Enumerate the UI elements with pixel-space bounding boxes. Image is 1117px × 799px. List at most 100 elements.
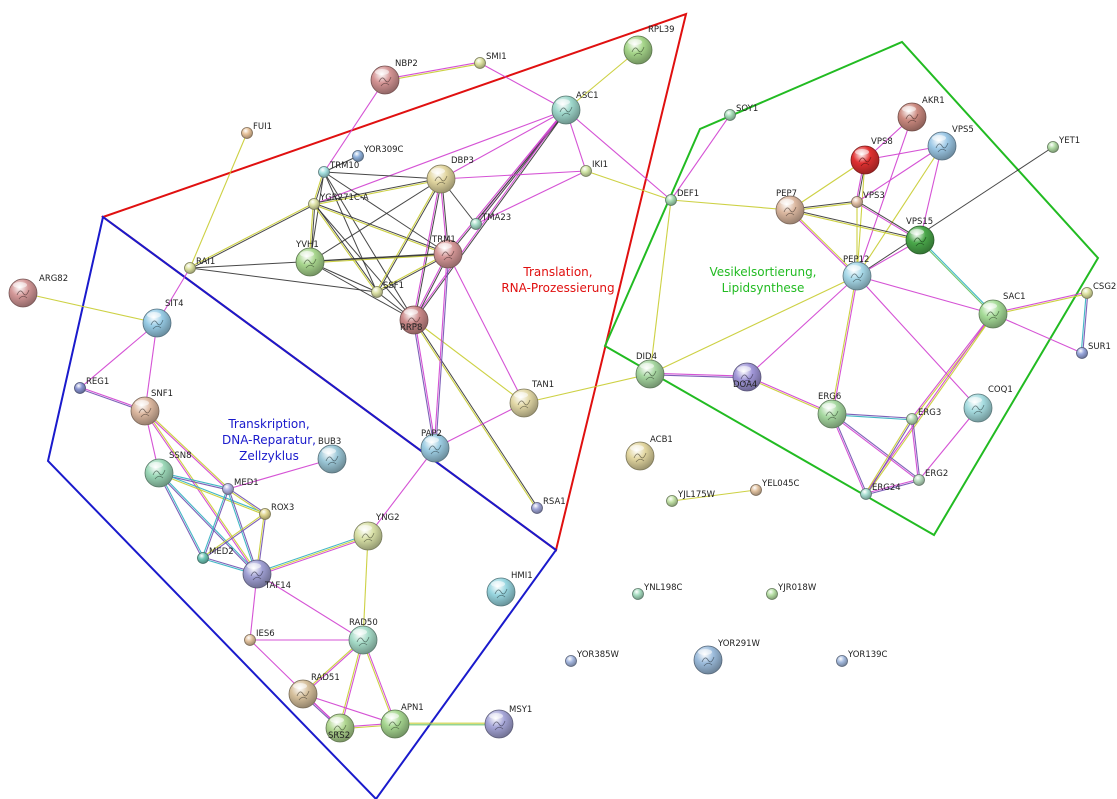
node-pep7[interactable]: PEP7 bbox=[775, 189, 805, 225]
node-ssn8[interactable]: SSN8 bbox=[144, 451, 192, 488]
node-fui1[interactable]: FUI1 bbox=[241, 122, 273, 139]
node-srs2[interactable]: SRS2 bbox=[325, 713, 355, 743]
edge-TRM10-RRP8 bbox=[323, 171, 415, 321]
node-ygr271c-a[interactable]: YGR271C-A bbox=[308, 193, 369, 210]
node-ies6[interactable]: IES6 bbox=[244, 629, 275, 646]
node-vps5[interactable]: VPS5 bbox=[927, 125, 974, 161]
node-rox3[interactable]: ROX3 bbox=[259, 503, 295, 520]
edge-YJL175W-YEL045C bbox=[671, 489, 757, 502]
edge-ASC1-DEF1 bbox=[565, 109, 672, 201]
node-def1[interactable]: DEF1 bbox=[665, 189, 700, 206]
node-label: MED2 bbox=[209, 547, 234, 557]
node-label: ERG3 bbox=[918, 408, 941, 418]
edge-RAD51-APN1 bbox=[302, 693, 396, 725]
node-rpl39[interactable]: RPL39 bbox=[623, 25, 675, 65]
node-coq1[interactable]: COQ1 bbox=[963, 385, 1013, 423]
node-yvh1[interactable]: YVH1 bbox=[295, 240, 325, 277]
node-vps8[interactable]: VPS8 bbox=[850, 137, 893, 175]
node-yor139c[interactable]: YOR139C bbox=[836, 650, 888, 667]
edge-ERG2-ERG24 bbox=[865, 478, 920, 496]
edge-MED1-MED2 bbox=[201, 488, 230, 559]
node-nbp2[interactable]: NBP2 bbox=[370, 59, 418, 95]
edge-SAC1-ERG24 bbox=[864, 313, 995, 495]
edge-TRM10-DBP3 bbox=[323, 171, 442, 180]
edge-RPL39-ASC1 bbox=[565, 49, 639, 111]
edge-ASC1-YGR271C-A bbox=[313, 109, 567, 205]
node-yjr018w[interactable]: YJR018W bbox=[766, 583, 817, 600]
node-trm10[interactable]: TRM10 bbox=[318, 161, 360, 178]
edge-PEP7-PEP12 bbox=[789, 209, 858, 277]
edge-APN1-MSY1 bbox=[395, 722, 499, 726]
node-erg3[interactable]: ERG3 bbox=[906, 408, 942, 425]
node-label: SAC1 bbox=[1003, 292, 1026, 302]
node-yor385w[interactable]: YOR385W bbox=[565, 650, 620, 667]
edge-ERG3-ERG24 bbox=[864, 418, 914, 495]
edge-PEP12-SAC1 bbox=[856, 275, 994, 315]
edge-PEP7-VPS15 bbox=[789, 208, 921, 242]
node-pap2[interactable]: PAP2 bbox=[420, 429, 450, 463]
node-msy1[interactable]: MSY1 bbox=[484, 705, 532, 739]
node-vps15[interactable]: VPS15 bbox=[905, 217, 935, 255]
node-yng2[interactable]: YNG2 bbox=[353, 513, 400, 551]
node-bub3[interactable]: BUB3 bbox=[317, 437, 347, 474]
node-taf14[interactable]: TAF14 bbox=[242, 559, 291, 591]
node-vps3[interactable]: VPS3 bbox=[851, 191, 885, 208]
node-yjl175w[interactable]: YJL175W bbox=[666, 490, 716, 507]
node-tma23[interactable]: TMA23 bbox=[470, 213, 512, 230]
edge-VPS15-SAC1 bbox=[919, 239, 994, 315]
node-erg6[interactable]: ERG6 bbox=[817, 392, 847, 429]
node-label: YNL198C bbox=[643, 583, 683, 593]
edge-DBP3-SSF1 bbox=[375, 178, 443, 293]
node-erg24[interactable]: ERG24 bbox=[860, 483, 901, 500]
node-soy1[interactable]: SOY1 bbox=[724, 104, 759, 121]
node-rad50[interactable]: RAD50 bbox=[348, 618, 378, 655]
node-sit4[interactable]: SIT4 bbox=[142, 299, 184, 338]
node-smi1[interactable]: SMI1 bbox=[474, 52, 507, 69]
node-label: RSA1 bbox=[543, 497, 566, 507]
node-arg82[interactable]: ARG82 bbox=[8, 274, 68, 308]
node-label: RAI1 bbox=[196, 257, 215, 267]
node-rrp8[interactable]: RRP8 bbox=[399, 305, 429, 335]
node-acb1[interactable]: ACB1 bbox=[625, 435, 673, 471]
edge-SIT4-REG1 bbox=[79, 322, 158, 389]
node-tan1[interactable]: TAN1 bbox=[509, 380, 554, 418]
node-yor309c[interactable]: YOR309C bbox=[352, 145, 404, 162]
node-dbp3[interactable]: DBP3 bbox=[426, 156, 474, 194]
edge-DOA4-PEP12 bbox=[746, 275, 858, 378]
edge-layer bbox=[22, 49, 1089, 730]
node-did4[interactable]: DID4 bbox=[635, 352, 665, 389]
cluster-labels: Translation,RNA-ProzessierungTranskripti… bbox=[222, 265, 817, 463]
node-sac1[interactable]: SAC1 bbox=[978, 292, 1026, 329]
node-yet1[interactable]: YET1 bbox=[1047, 136, 1081, 153]
node-label: IES6 bbox=[256, 629, 275, 639]
node-yel045c[interactable]: YEL045C bbox=[750, 479, 800, 496]
node-rsa1[interactable]: RSA1 bbox=[531, 497, 566, 514]
node-med2[interactable]: MED2 bbox=[197, 547, 234, 564]
node-iki1[interactable]: IKI1 bbox=[580, 160, 609, 177]
node-trm1[interactable]: TRM1 bbox=[431, 235, 463, 269]
node-erg2[interactable]: ERG2 bbox=[913, 469, 949, 486]
node-med1[interactable]: MED1 bbox=[222, 478, 259, 495]
node-label: YJL175W bbox=[677, 490, 716, 500]
node-label: PAP2 bbox=[421, 429, 442, 439]
edge-RRP8-RSA1 bbox=[412, 319, 539, 509]
node-hmi1[interactable]: HMI1 bbox=[486, 571, 533, 607]
node-pep12[interactable]: PEP12 bbox=[842, 255, 872, 291]
node-reg1[interactable]: REG1 bbox=[74, 377, 110, 394]
node-sur1[interactable]: SUR1 bbox=[1076, 342, 1111, 359]
node-label: YOR309C bbox=[363, 145, 404, 155]
node-label: MED1 bbox=[234, 478, 259, 488]
node-apn1[interactable]: APN1 bbox=[380, 703, 424, 739]
node-ynl198c[interactable]: YNL198C bbox=[632, 583, 683, 600]
edge-IKI1-DBP3 bbox=[440, 170, 587, 180]
node-yor291w[interactable]: YOR291W bbox=[693, 639, 761, 675]
node-akr1[interactable]: AKR1 bbox=[897, 96, 945, 132]
node-snf1[interactable]: SNF1 bbox=[130, 389, 173, 426]
node-rai1[interactable]: RAI1 bbox=[184, 257, 216, 274]
node-asc1[interactable]: ASC1 bbox=[551, 91, 599, 125]
node-ssf1[interactable]: SSF1 bbox=[371, 281, 405, 298]
node-csg2[interactable]: CSG2 bbox=[1081, 282, 1117, 299]
node-label: YJR018W bbox=[777, 583, 817, 593]
node-doa4[interactable]: DOA4 bbox=[732, 362, 762, 392]
node-rad51[interactable]: RAD51 bbox=[288, 673, 340, 709]
